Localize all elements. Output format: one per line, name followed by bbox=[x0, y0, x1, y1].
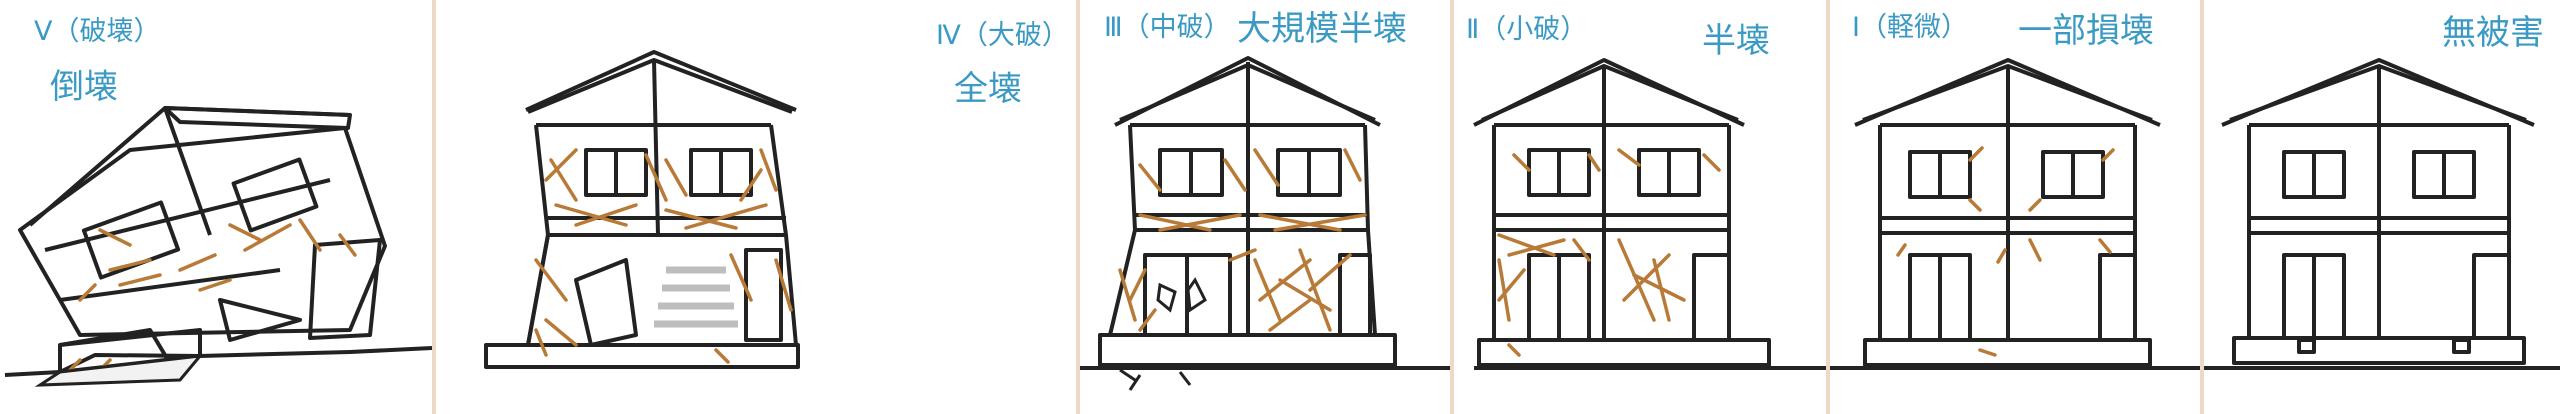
damage-label: 大規模半壊 bbox=[1237, 9, 1407, 49]
house-large-half-loss-illustration bbox=[1080, 56, 1450, 391]
panel-large-half-loss: Ⅲ（中破） 大規模半壊 bbox=[1080, 0, 1450, 414]
house-collapsed-illustration bbox=[4, 106, 432, 387]
grade-label: Ⅱ（小破） bbox=[1466, 14, 1588, 45]
house-partial-damage-illustration bbox=[1830, 58, 2200, 370]
panel-total-loss: Ⅳ（大破） 全壊 bbox=[436, 0, 1076, 414]
panel-collapse: Ⅴ（破壊） 倒壊 bbox=[0, 0, 432, 414]
grade-label: Ⅳ（大破） bbox=[936, 20, 1069, 51]
panel-divider bbox=[432, 0, 436, 414]
damage-label: 倒壊 bbox=[50, 67, 118, 107]
panel-divider bbox=[1076, 0, 1080, 414]
house-total-loss-illustration bbox=[436, 0, 800, 369]
panel-partial-damage: Ⅰ（軽微） 一部損壊 bbox=[1830, 0, 2200, 414]
panel-half-loss: Ⅱ（小破） 半壊 bbox=[1454, 0, 1826, 414]
damage-label: 無被害 bbox=[2442, 13, 2544, 53]
damage-label: 半壊 bbox=[1702, 21, 1770, 61]
house-no-damage-illustration bbox=[2204, 58, 2560, 370]
grade-label: Ⅲ（中破） bbox=[1104, 12, 1231, 43]
panel-divider bbox=[2200, 0, 2204, 414]
house-half-loss-illustration bbox=[1473, 58, 1826, 370]
panel-no-damage: 無被害 bbox=[2204, 0, 2560, 414]
grade-label: Ⅴ（破壊） bbox=[34, 16, 161, 47]
panel-divider bbox=[1450, 0, 1454, 414]
damage-label: 全壊 bbox=[954, 69, 1022, 109]
damage-label: 一部損壊 bbox=[2018, 11, 2154, 51]
panel-divider bbox=[1826, 0, 1830, 414]
grade-label: Ⅰ（軽微） bbox=[1852, 12, 1968, 43]
